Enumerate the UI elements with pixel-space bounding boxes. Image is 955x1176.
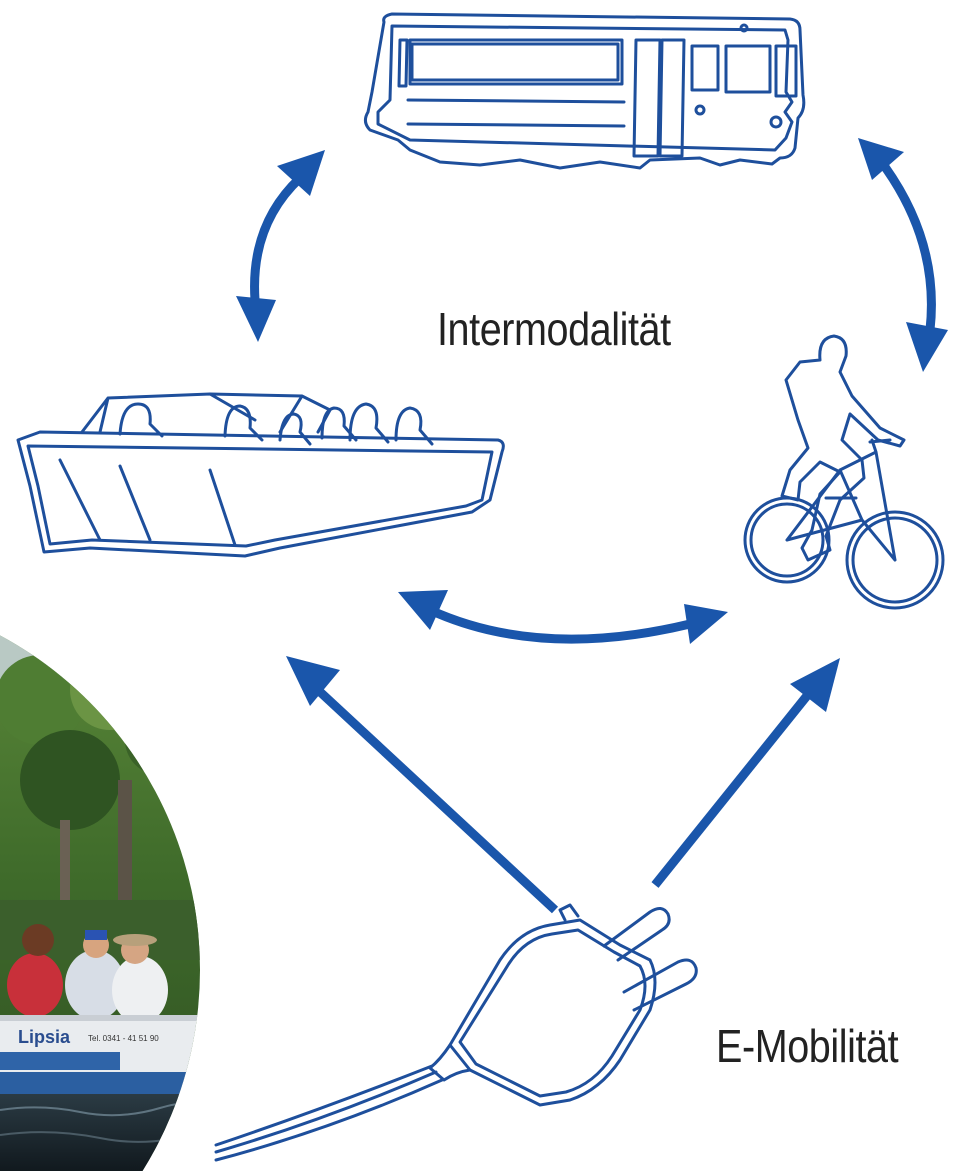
cyclist-icon <box>743 334 945 610</box>
arrow-boat-bike <box>398 590 728 644</box>
boat-brand: Lipsia <box>18 1027 71 1047</box>
intermodality-label: Intermodalität <box>437 303 671 355</box>
arrow-plug-boat <box>286 656 559 914</box>
boat-photo: Lipsia Tel. 0341 - 41 51 90 <box>0 600 200 1171</box>
arrow-plug-bike <box>651 658 840 888</box>
bus-icon <box>363 12 806 170</box>
arrow-bus-bike <box>858 138 948 372</box>
arrow-bus-boat <box>236 150 325 342</box>
boat-icon <box>16 392 505 558</box>
boat-phone: Tel. 0341 - 41 51 90 <box>88 1034 159 1043</box>
plug-icon <box>214 903 698 1162</box>
e-mobility-label: E-Mobilität <box>716 1020 899 1072</box>
